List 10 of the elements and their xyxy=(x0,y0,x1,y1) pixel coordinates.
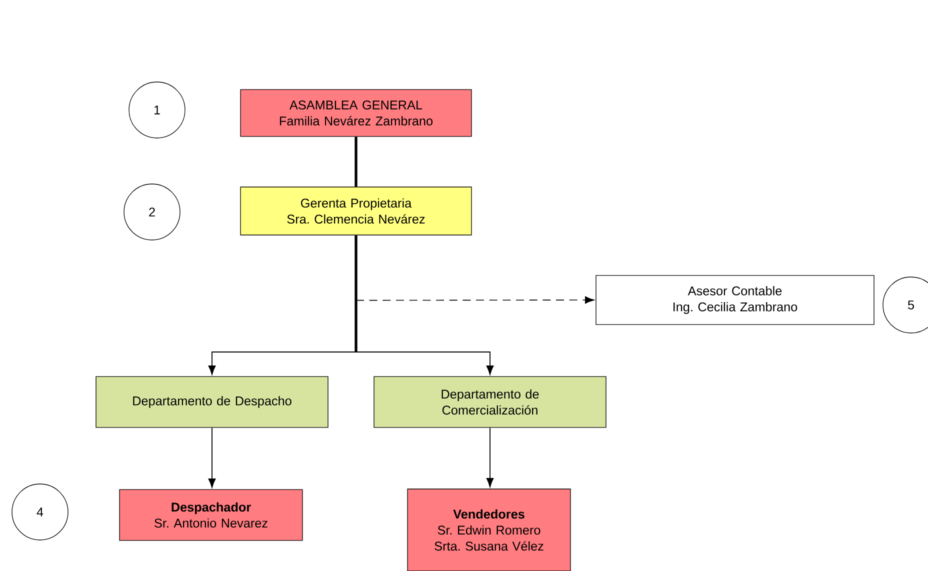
connector-arrow xyxy=(486,427,494,488)
org-box: Asesor Contable Ing. Cecilia Zambrano xyxy=(596,275,874,325)
connector-arrow xyxy=(208,427,216,488)
org-box: Gerenta Propietaria Sra. Clemencia Nevárez xyxy=(240,186,472,236)
org-box: Vendedores Sr. Edwin Romero Srta. Susana Vélez xyxy=(407,488,571,571)
org-box: ASAMBLEA GENERAL Familia Nevárez Zambrano xyxy=(240,89,472,137)
org-box: Despachador Sr. Antonio Nevarez xyxy=(119,489,303,541)
connector-arrow xyxy=(356,296,594,304)
org-box: Departamento de Despacho xyxy=(96,376,328,428)
org-box: Departamento de Comercialización xyxy=(374,376,606,428)
